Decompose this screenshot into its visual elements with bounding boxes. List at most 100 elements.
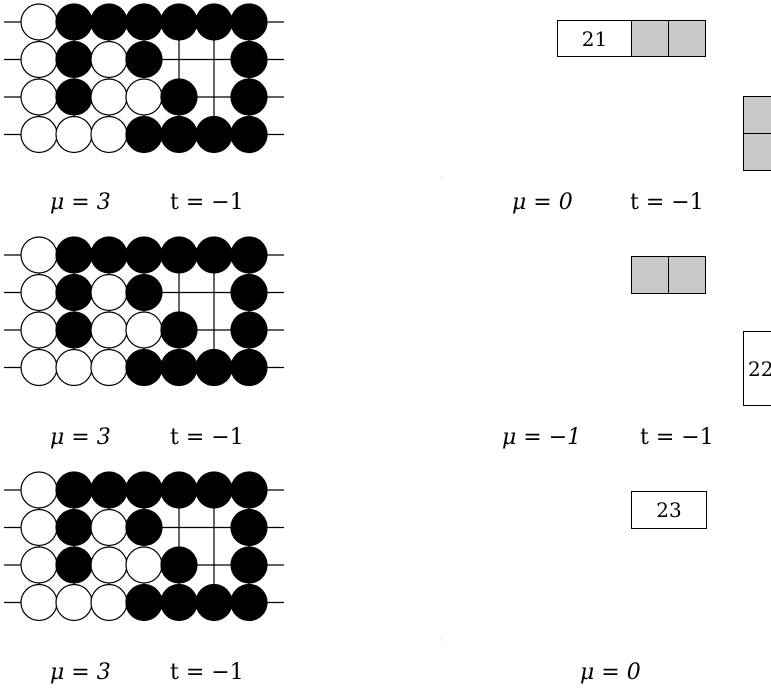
black-stone [230, 583, 268, 622]
go-board-3-svg [4, 471, 284, 622]
black-stone [160, 115, 198, 154]
white-stone [90, 583, 128, 622]
white-stone [90, 115, 128, 154]
white-stone [125, 311, 163, 349]
board-2-t-caption: t = −1 [170, 425, 244, 450]
white-stone [90, 311, 128, 349]
black-stone [125, 471, 163, 509]
black-stone [160, 236, 198, 274]
white-stone [20, 3, 58, 41]
white-stone [20, 40, 58, 79]
number-box-22-label: 22 [748, 356, 771, 381]
white-stone [90, 273, 128, 312]
white-stone [90, 40, 128, 79]
number-box-21: 21 [557, 20, 632, 57]
go-board-3 [0, 471, 300, 653]
number-box-23-label: 23 [656, 498, 682, 522]
right-caption-1-t: t = −1 [630, 190, 704, 215]
black-stone [160, 546, 198, 584]
grey-cell-edge-bottom [743, 133, 771, 171]
white-stone [20, 546, 58, 584]
white-stone [20, 273, 58, 312]
black-stone [195, 348, 233, 387]
black-stone [230, 311, 268, 349]
black-stone [90, 471, 128, 509]
white-stone [55, 115, 93, 154]
black-stone [125, 115, 163, 154]
black-stone [230, 115, 268, 154]
black-stone [230, 546, 268, 584]
white-stone [20, 115, 58, 154]
black-stone [230, 471, 268, 509]
right-caption-2-mu: μ = −1 [502, 425, 582, 450]
white-stone [90, 348, 128, 387]
black-stone [160, 3, 198, 41]
go-board-2-svg [4, 236, 284, 387]
right-caption-3-mu: μ = 0 [580, 660, 641, 685]
black-stone [55, 471, 93, 509]
white-stone [20, 78, 58, 116]
go-board-2 [0, 236, 300, 418]
grey-cell-1a [631, 20, 669, 57]
white-stone [90, 546, 128, 584]
white-stone [55, 583, 93, 622]
black-stone [160, 348, 198, 387]
black-stone [55, 546, 93, 584]
white-stone [20, 348, 58, 387]
white-stone [125, 546, 163, 584]
right-caption-2-t: t = −1 [640, 425, 714, 450]
black-stone [55, 508, 93, 547]
black-stone [160, 78, 198, 116]
grey-cell-2a [631, 256, 669, 294]
number-box-21-label: 21 [581, 26, 608, 51]
black-stone [125, 40, 163, 79]
black-stone [125, 3, 163, 41]
black-stone [55, 273, 93, 312]
board-1-mu-caption: μ = 3 [50, 190, 111, 215]
white-stone [20, 583, 58, 622]
board-2-mu-caption: μ = 3 [50, 425, 111, 450]
black-stone [125, 348, 163, 387]
black-stone [195, 583, 233, 622]
black-stone [125, 273, 163, 312]
white-stone [90, 78, 128, 116]
black-stone [55, 40, 93, 79]
right-caption-1-mu: μ = 0 [512, 190, 573, 215]
black-stone [195, 3, 233, 41]
black-stone [230, 236, 268, 274]
black-stone [90, 236, 128, 274]
black-stone [125, 583, 163, 622]
black-stone [230, 508, 268, 547]
black-stone [195, 471, 233, 509]
board-3-t-caption: t = −1 [170, 660, 244, 685]
board-1-t-caption: t = −1 [170, 190, 244, 215]
black-stone [230, 78, 268, 116]
number-box-23: 23 [631, 491, 707, 529]
black-stone [90, 3, 128, 41]
white-stone [125, 78, 163, 116]
white-stone [20, 471, 58, 509]
black-stone [195, 115, 233, 154]
white-stone [55, 348, 93, 387]
black-stone [55, 78, 93, 116]
black-stone [160, 311, 198, 349]
white-stone [20, 311, 58, 349]
black-stone [55, 311, 93, 349]
black-stone [230, 273, 268, 312]
grey-cell-1b [668, 20, 706, 57]
black-stone [160, 583, 198, 622]
black-stone [160, 471, 198, 509]
board-3-mu-caption: μ = 3 [50, 660, 111, 685]
black-stone [195, 236, 233, 274]
white-stone [90, 508, 128, 547]
black-stone [125, 508, 163, 547]
go-board-1 [0, 3, 300, 185]
grey-cell-2b [668, 256, 706, 294]
black-stone [55, 236, 93, 274]
black-stone [230, 348, 268, 387]
white-stone [20, 508, 58, 547]
stray-mark-1 [441, 176, 442, 180]
number-box-22: 22 [743, 331, 771, 406]
black-stone [55, 3, 93, 41]
black-stone [230, 3, 268, 41]
